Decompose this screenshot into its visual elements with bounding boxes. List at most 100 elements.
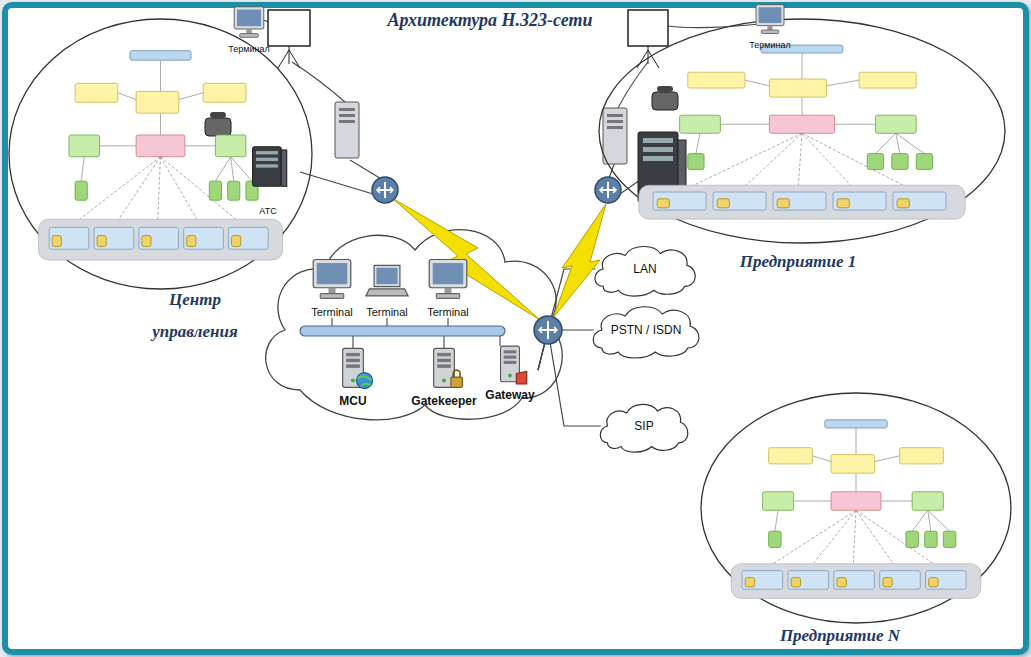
link-line	[157, 157, 160, 228]
link-line	[696, 133, 700, 153]
router-icon-part	[595, 177, 621, 203]
service-diagram	[731, 420, 981, 599]
terminal-icon-part	[433, 263, 464, 284]
gateway-icon: Gateway	[482, 344, 538, 402]
gateway-icon-part	[504, 356, 517, 359]
link-line	[100, 145, 137, 146]
gateway-icon-part	[508, 374, 512, 378]
link-line	[802, 53, 803, 79]
header-bar	[130, 51, 191, 61]
manager-box	[912, 492, 943, 511]
header-bar	[825, 420, 887, 428]
service-box	[831, 455, 875, 474]
terminal-icon-part	[374, 265, 400, 286]
link-line	[231, 157, 252, 181]
link-line	[875, 456, 900, 462]
service-box	[859, 72, 916, 88]
link-line	[113, 157, 160, 228]
link-line	[215, 157, 230, 181]
terminal-icon-part	[366, 289, 408, 296]
terminal-icon-part	[328, 288, 335, 294]
wireless-link	[392, 198, 606, 320]
system-box	[926, 571, 967, 590]
link-line	[856, 510, 898, 570]
system-band	[731, 564, 981, 599]
right-exchange-server-part	[643, 138, 673, 143]
lan-bus	[300, 318, 505, 348]
service-box	[688, 72, 745, 88]
cloud-outline	[600, 404, 688, 452]
cloud-label: PSTN / ISDN	[611, 323, 682, 337]
gateway-icon-part	[504, 361, 517, 364]
link-line	[881, 501, 912, 502]
system-box	[773, 192, 826, 210]
link-line	[928, 510, 931, 531]
gatekeeper-icon-part	[437, 353, 451, 356]
node-label: Terminal	[362, 306, 412, 318]
db-mark	[52, 236, 61, 247]
mcu-icon	[328, 346, 378, 392]
db-mark	[717, 199, 729, 208]
service-box	[203, 83, 246, 102]
cloud-label-box: SIP	[596, 398, 692, 454]
right-exchange-server-part	[643, 147, 673, 152]
storage-cylinder	[906, 531, 918, 547]
lan-bus-part	[300, 326, 505, 336]
terminal-icon-part	[444, 288, 451, 294]
node-label: Terminal	[423, 306, 473, 318]
manager-box	[69, 135, 100, 157]
central-cloud-part	[266, 230, 563, 420]
core-box	[831, 492, 881, 511]
db-mark	[657, 199, 669, 208]
gateway-icon	[482, 344, 538, 386]
db-mark	[883, 578, 892, 587]
node-label: Gateway	[482, 388, 538, 402]
exchange-icon-part	[256, 164, 278, 167]
ellipse-outline	[9, 19, 312, 289]
exchange-icon-part	[256, 151, 278, 154]
system-box	[788, 571, 829, 590]
storage-cylinder	[943, 531, 955, 547]
db-mark	[745, 578, 754, 587]
right-projector	[628, 10, 668, 68]
network-cloud: PSTN / ISDN	[588, 300, 704, 360]
router-icon	[534, 316, 562, 344]
site-ellipse: Центр управленияАТС	[8, 18, 313, 290]
service-box	[136, 91, 179, 113]
telephone-icon	[205, 86, 678, 136]
left-server-part	[339, 120, 355, 123]
right-wiring-part	[620, 180, 640, 194]
mcu-icon-part	[346, 353, 360, 356]
terminal-icon-part	[761, 30, 779, 34]
left-projector-part	[278, 50, 289, 68]
exchange-icon-part	[256, 158, 278, 161]
telephone-icon-part	[657, 86, 673, 92]
db-mark	[97, 236, 106, 247]
terminal-icon-part	[759, 7, 782, 23]
cloud-label: LAN	[633, 262, 656, 276]
node-label: MCU	[328, 394, 378, 408]
link-line	[896, 133, 900, 153]
mcu-icon-part	[351, 378, 355, 382]
link-line	[826, 80, 859, 86]
router-icon	[595, 177, 621, 203]
mcu-icon-part	[356, 372, 372, 388]
link-line	[160, 60, 161, 91]
telephone-icon-part	[652, 92, 678, 110]
mcu-icon-part	[358, 376, 372, 386]
right-server-part	[607, 120, 623, 123]
link-line	[179, 93, 203, 100]
gatekeeper-icon-part	[437, 364, 451, 367]
link-line	[745, 80, 769, 86]
ellipse-outline	[598, 18, 1006, 244]
cloud-label-box: LAN	[590, 240, 700, 298]
link-line	[856, 473, 857, 492]
mcu-icon-part	[346, 359, 360, 362]
core-box	[136, 135, 185, 157]
service-box	[75, 83, 118, 102]
db-mark	[929, 578, 938, 587]
router-icon-part	[539, 327, 557, 333]
gatekeeper-icon-part	[453, 370, 460, 377]
link-line	[798, 133, 802, 192]
manager-box	[762, 492, 793, 511]
